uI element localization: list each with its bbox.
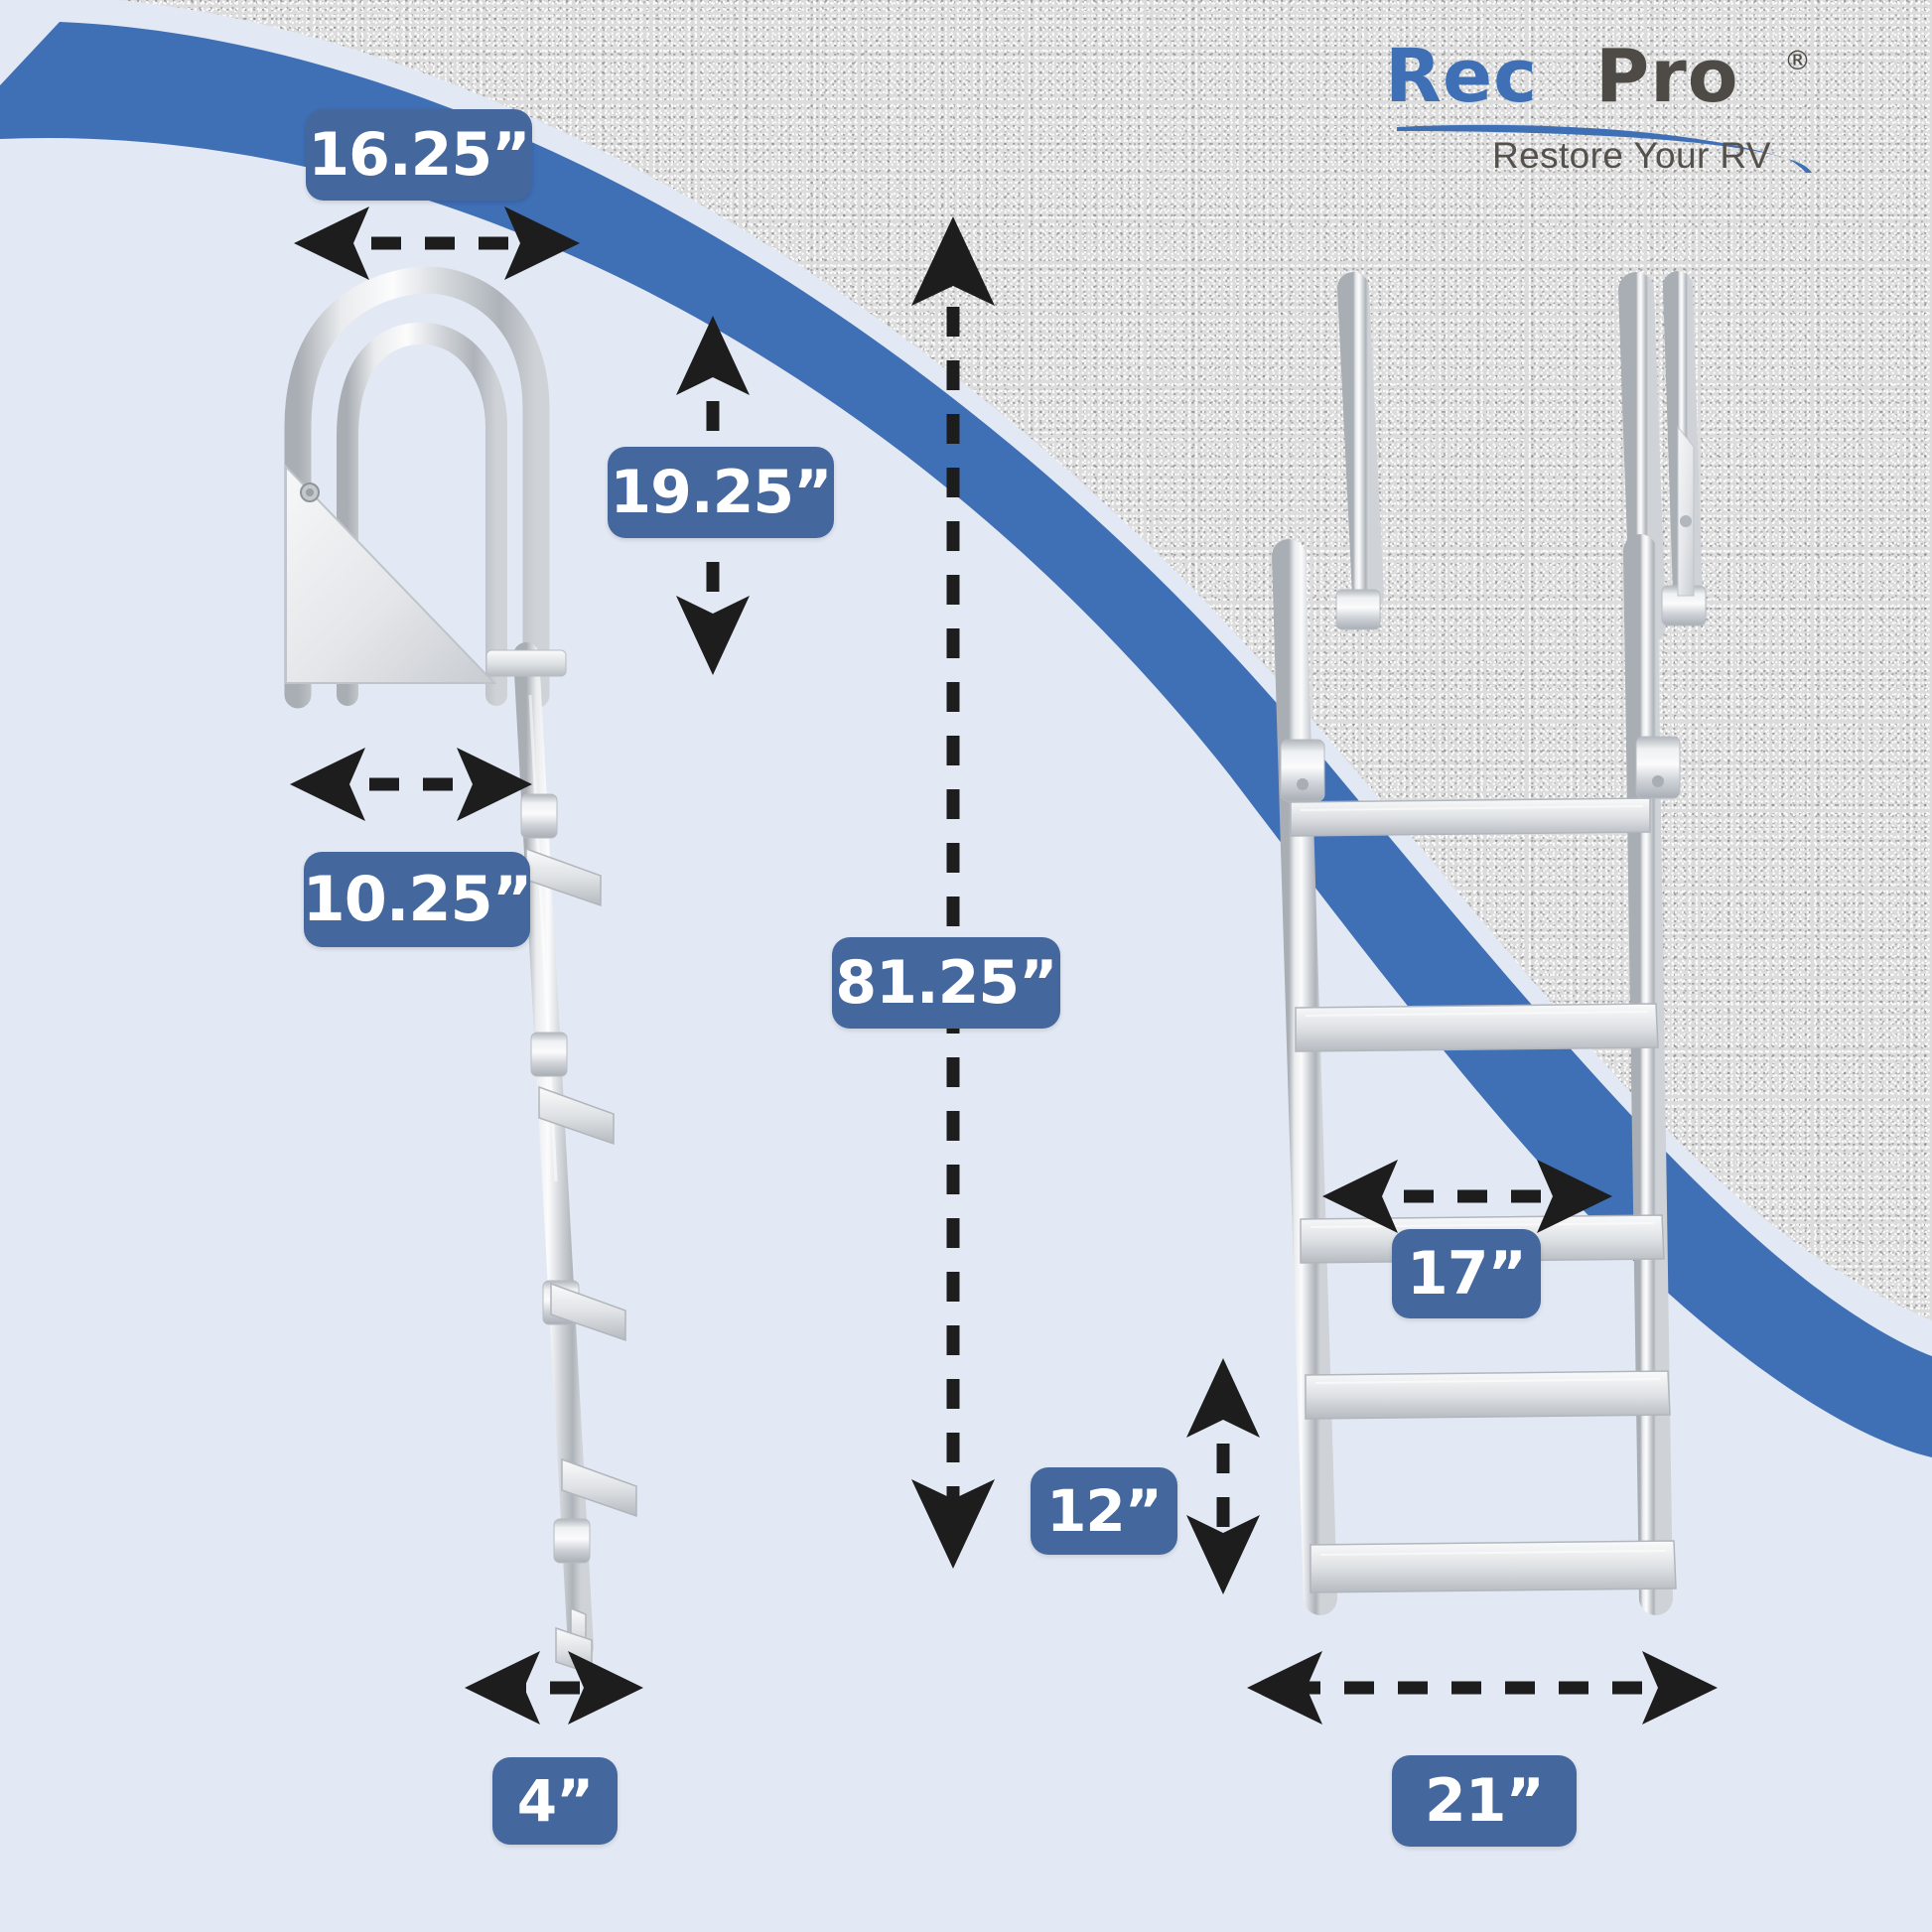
arrow-21 (1247, 1651, 1718, 1725)
dimension-label-19-25: 19.25” (608, 447, 834, 538)
logo-text-pro: Pro (1595, 34, 1739, 119)
arrow-12 (1186, 1358, 1260, 1594)
arrow-17 (1322, 1160, 1612, 1233)
dimension-label-17: 17” (1392, 1229, 1541, 1318)
logo-text-rec: Rec (1385, 34, 1539, 119)
registered-trademark-icon: ® (1784, 46, 1811, 76)
recpro-logo: Rec Pro ® Restore Your RV (1385, 40, 1812, 179)
arrow-19-25 (676, 316, 750, 675)
dimension-label-12: 12” (1031, 1467, 1177, 1555)
arrow-81-25 (911, 216, 995, 1569)
arrow-16-25 (294, 207, 580, 280)
dimension-label-21: 21” (1392, 1755, 1577, 1847)
arrow-10-25 (290, 748, 532, 821)
dimension-label-4: 4” (492, 1757, 618, 1845)
arrow-4 (465, 1651, 643, 1725)
dimension-label-16-25: 16.25” (306, 109, 532, 201)
dimension-label-81-25: 81.25” (832, 937, 1060, 1029)
logo-swoosh-icon (1397, 124, 1812, 173)
logo-tagline: Restore Your RV (1492, 135, 1771, 176)
dimension-label-10-25: 10.25” (303, 852, 532, 947)
